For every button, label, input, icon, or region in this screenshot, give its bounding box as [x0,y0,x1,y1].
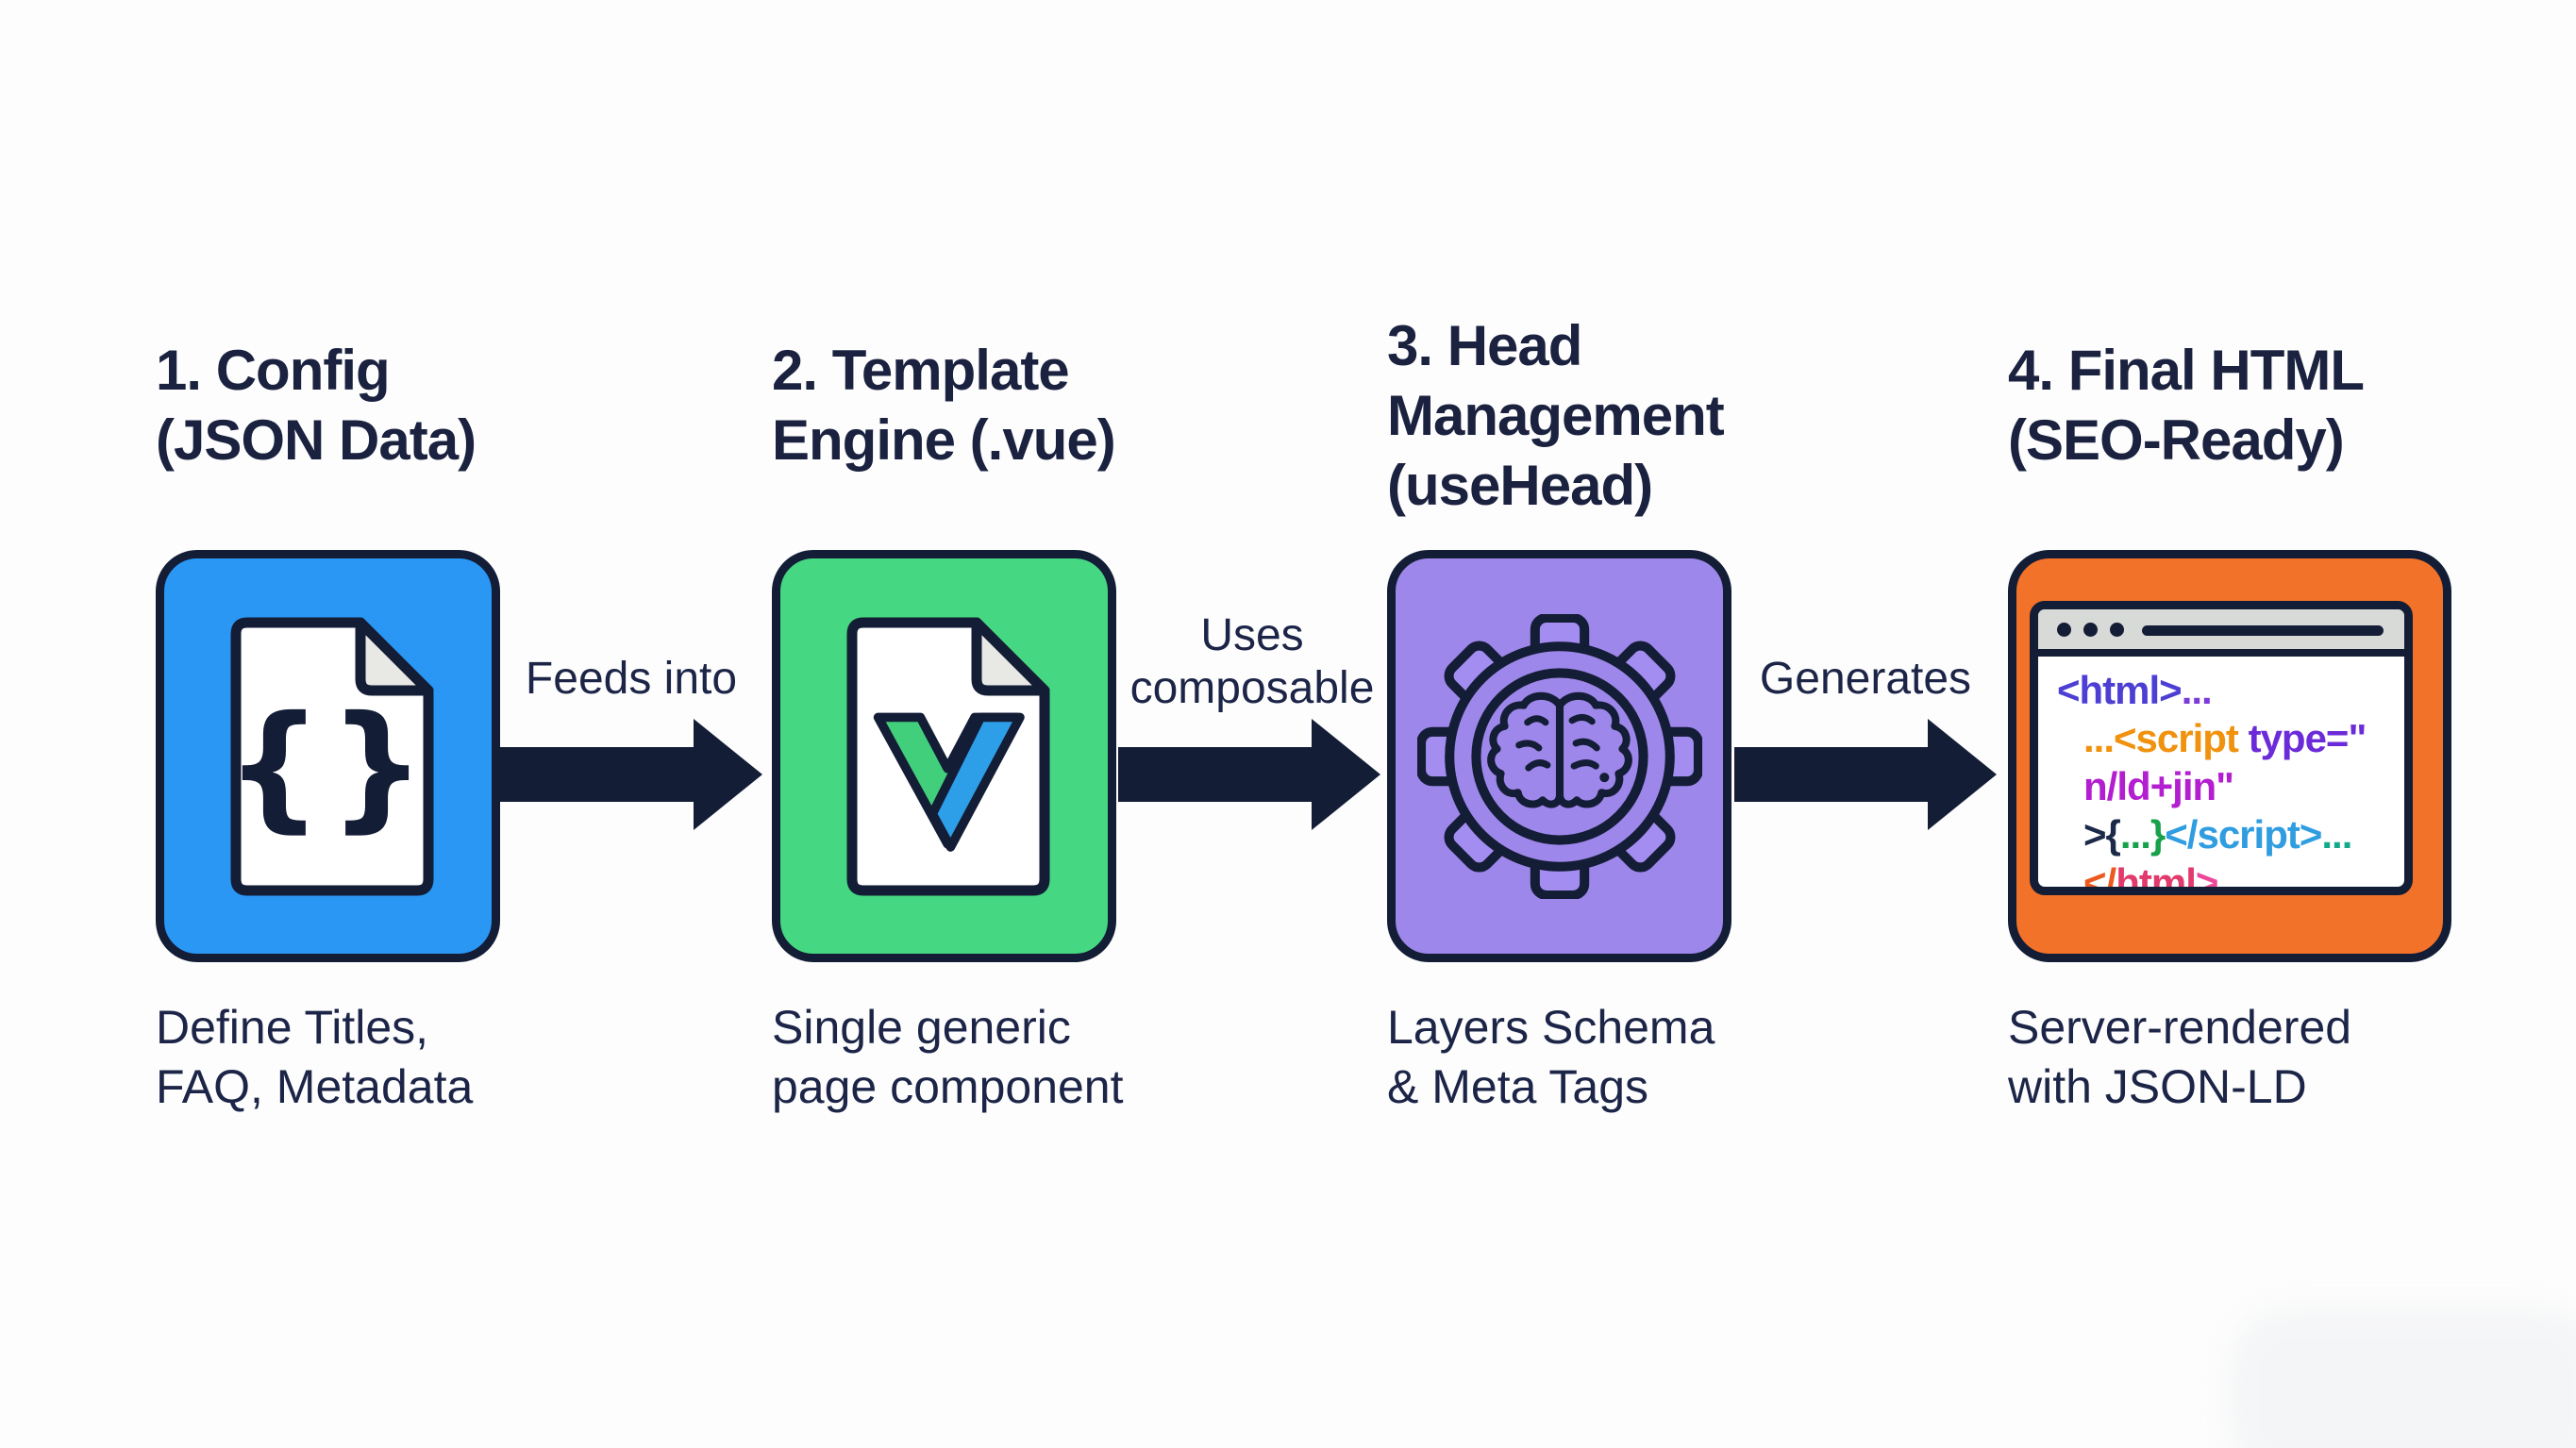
arrow-label-line: Generates [1759,654,1972,704]
browser-header [2038,609,2404,657]
flow-arrow-1 [500,719,762,830]
code-line: <html>... [2057,666,2400,714]
title-line: Management [1387,384,1725,447]
code-token: ... [2119,812,2151,857]
step-4-title: 4. Final HTML (SEO-Ready) [2008,336,2365,475]
arrow-1-label: Feeds into [479,653,783,706]
code-token: </ [2083,860,2116,895]
code-token: > [2083,812,2107,857]
caption-line: page component [772,1060,1124,1113]
caption-line: FAQ, Metadata [156,1060,474,1113]
flow-arrow-2 [1118,719,1380,830]
step-3-caption: Layers Schema & Meta Tags [1387,998,1715,1117]
caption-line: Server-rendered [2008,1001,2352,1054]
json-file-icon: {} [225,617,433,895]
code-token: > [2195,860,2219,895]
caption-line: Layers Schema [1387,1001,1715,1054]
caption-line: Single generic [772,1001,1071,1054]
arrow-shape [1734,719,1997,830]
code-token: type=" [2248,716,2367,760]
code-token: { [2105,812,2121,857]
title-line: (JSON Data) [156,408,477,472]
caption-line: & Meta Tags [1387,1060,1649,1113]
title-line: Engine (.vue) [772,408,1116,472]
document-fold [971,617,1049,695]
code-token: ... [2321,812,2352,857]
browser-dot [2110,623,2124,637]
flow-arrow-3 [1734,719,1997,830]
vue-logo [873,712,1025,852]
code-token: } [2149,812,2166,857]
code-token: <html> [2057,668,2183,712]
code-token: ... [2181,668,2213,712]
code-token: html [2116,860,2197,895]
step-2-title: 2. Template Engine (.vue) [772,336,1116,475]
browser-window: <html>... ...<script type=" n/ld+jin" >{… [2030,601,2413,895]
code-block: <html>... ...<script type=" n/ld+jin" >{… [2038,657,2404,895]
browser-dot [2057,623,2071,637]
code-line: n/ld+jin" [2083,762,2400,810]
step-4-caption: Server-rendered with JSON-LD [2008,998,2351,1117]
title-line: 3. Head [1387,314,1582,377]
code-line: ...<script type=" [2083,714,2400,762]
arrow-label-line: Feeds into [525,654,738,704]
code-token: ...<script [2083,716,2249,760]
step-3-title: 3. Head Management (useHead) [1387,311,1725,521]
caption-line: with JSON-LD [2008,1060,2307,1113]
title-line: 4. Final HTML [2008,339,2365,402]
code-line: >{...}</script>... [2083,810,2400,858]
step-1-title: 1. Config (JSON Data) [156,336,477,475]
step-2-box [772,550,1116,962]
title-line: (useHead) [1387,454,1653,517]
brain-gear-icon [1416,613,1702,899]
code-token: n/ld+jin" [2083,764,2234,808]
step-3-box [1387,550,1731,962]
brain-icon [1486,691,1632,808]
step-1-box: {} [156,550,500,962]
browser-dot [2083,623,2098,637]
step-1-caption: Define Titles, FAQ, Metadata [156,998,473,1117]
browser-dots [2057,623,2124,637]
title-line: 1. Config [156,339,391,402]
title-line: 2. Template [772,339,1070,402]
title-line: (SEO-Ready) [2008,408,2345,472]
arrow-3-label: Generates [1714,653,2017,706]
braces-glyph: {} [225,687,430,846]
step-4-box: <html>... ...<script type=" n/ld+jin" >{… [2008,550,2451,962]
arrow-shape [500,719,762,830]
code-line: </html> [2083,858,2400,895]
caption-line: Define Titles, [156,1001,429,1054]
vue-file-icon [846,617,1049,895]
arrow-label-line: Uses [1200,610,1304,660]
address-bar [2142,625,2384,636]
arrow-2-label: Uses composable [1100,609,1404,715]
document-fold [355,617,433,695]
arrow-label-line: composable [1129,663,1375,713]
vue-logo-blue-arm [927,712,1025,852]
arrow-shape [1118,719,1380,830]
step-2-caption: Single generic page component [772,998,1124,1117]
code-token: </script> [2165,812,2322,857]
watermark-blob [2227,1307,2576,1448]
